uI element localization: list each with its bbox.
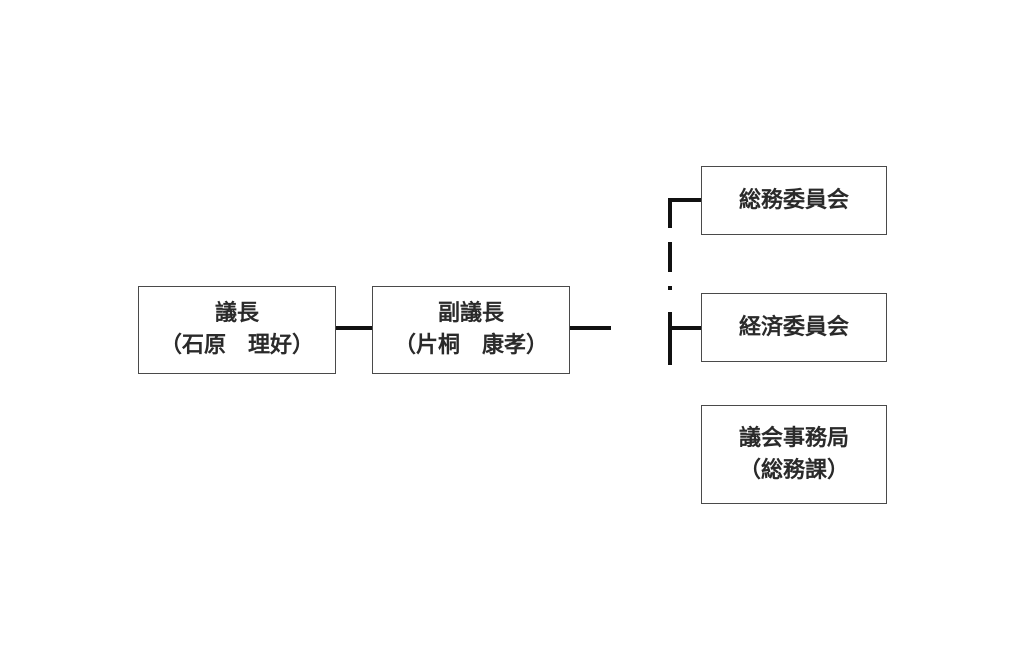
secretariat-title: 議会事務局 [738,425,849,451]
node-economic-committee: 経済委員会 [701,293,887,362]
general-affairs-committee-title: 総務委員会 [738,187,849,213]
chairman-title: 議長 [214,301,259,327]
chairman-name: （石原 理好） [159,333,314,358]
node-vice-chairman: 副議長 （片桐 康孝） [372,286,570,374]
node-general-affairs-committee: 総務委員会 [701,166,887,235]
node-secretariat: 議会事務局 （総務課） [701,405,887,504]
vice-chairman-name: （片桐 康孝） [393,333,548,358]
economic-committee-title: 経済委員会 [738,314,849,340]
node-chairman: 議長 （石原 理好） [138,286,336,374]
vice-chairman-title: 副議長 [437,301,504,327]
secretariat-sub: （総務課） [738,457,849,483]
